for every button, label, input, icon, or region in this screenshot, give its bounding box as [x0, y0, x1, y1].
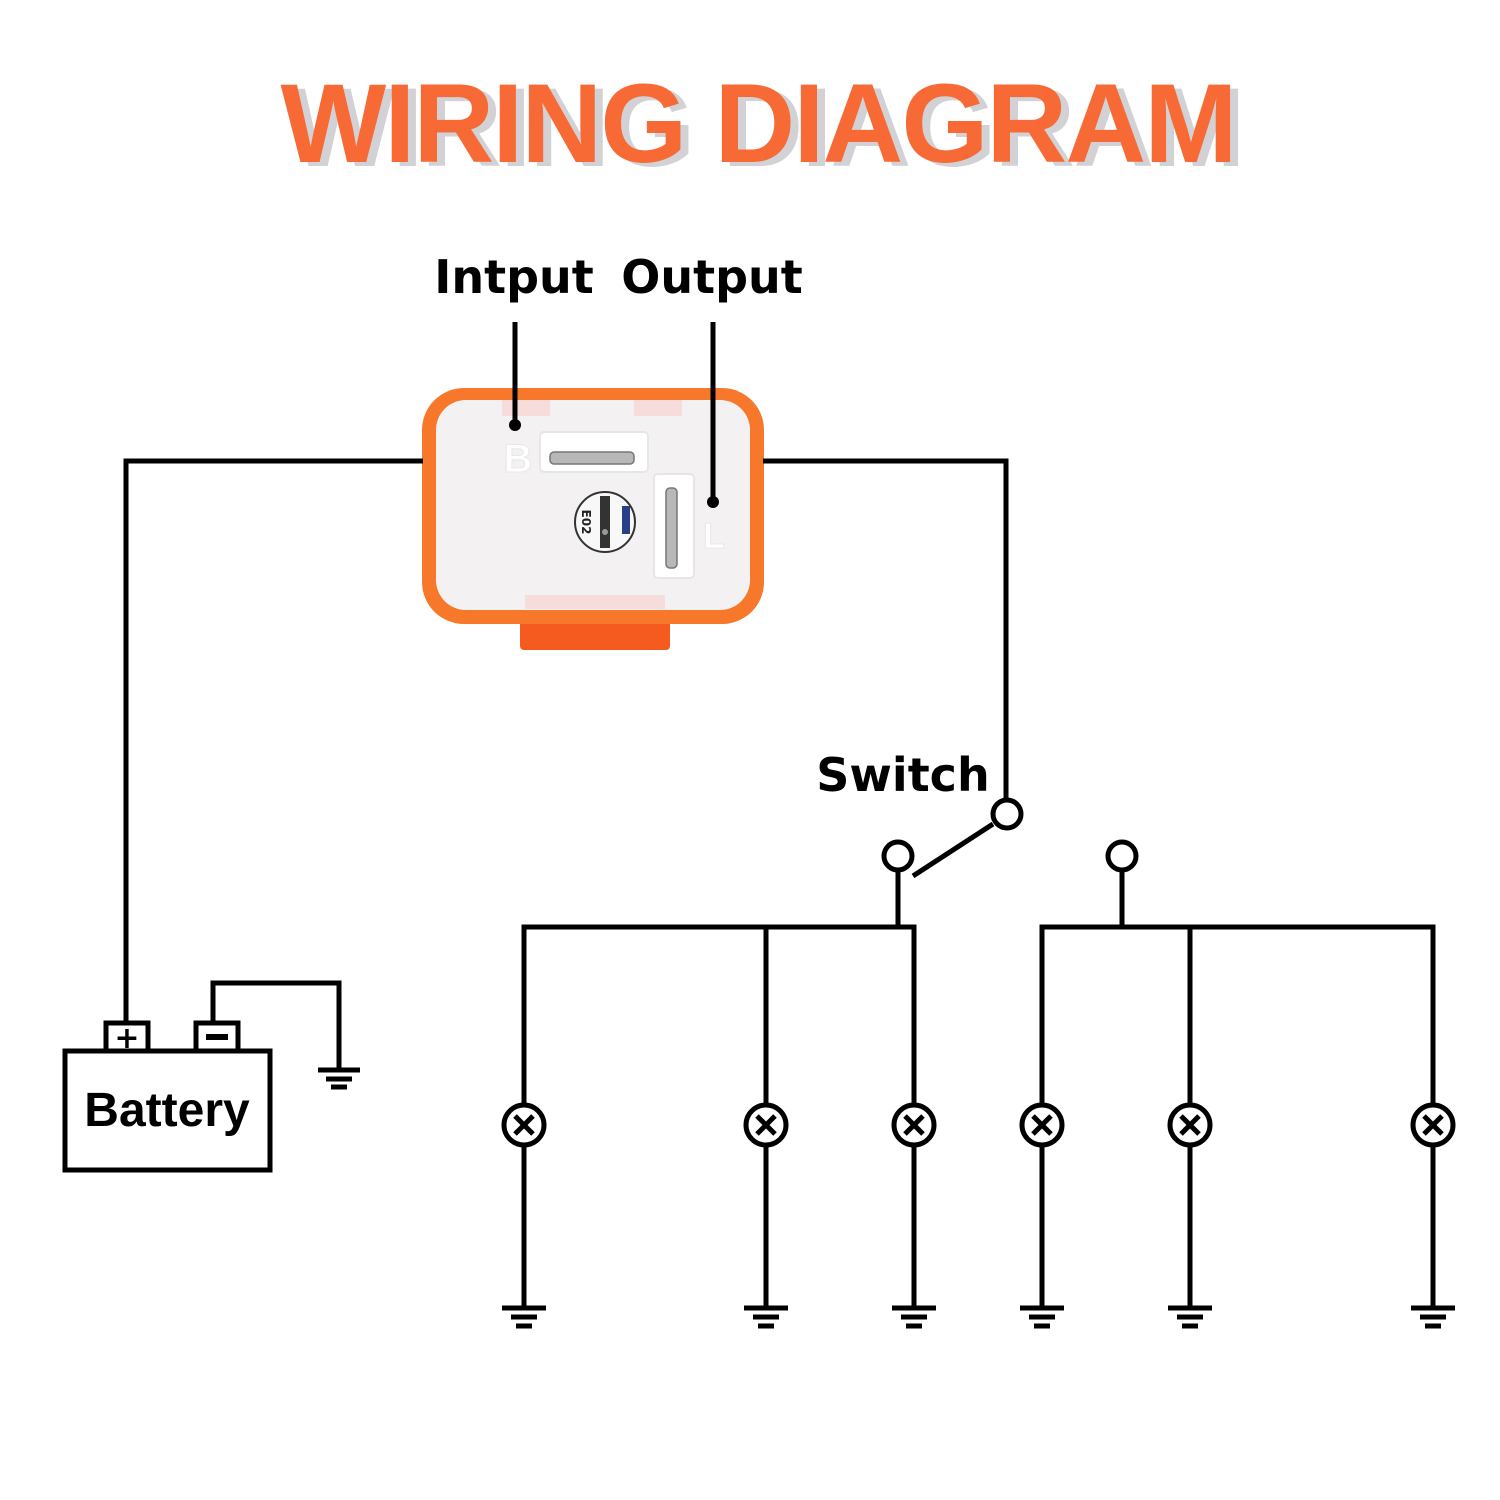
switch-common-contact [990, 797, 1024, 831]
switch [881, 797, 1139, 879]
ground-icon [744, 1305, 788, 1329]
lamp-branch [1019, 1102, 1065, 1329]
battery-body [62, 1048, 273, 1173]
flasher-relay: B L E02 [422, 388, 764, 650]
input-label: Intput [434, 250, 594, 304]
switch-lever [911, 821, 995, 879]
adjustment-dial: E02 [574, 491, 636, 553]
lamp-branch [1167, 1102, 1213, 1329]
lamp-cross [1179, 1114, 1201, 1136]
lamp-branch [891, 1102, 937, 1329]
terminal-b-blade [549, 451, 635, 465]
ground-icon [502, 1305, 546, 1329]
terminal-l-label: L [703, 515, 725, 556]
relay-notch [525, 595, 665, 609]
left-lamp-bus [521, 924, 917, 1105]
right-lamp-bus [1039, 924, 1436, 1105]
lamp-branch [743, 1102, 789, 1329]
switch-contact-right [1105, 839, 1139, 873]
lamp-cross [513, 1114, 535, 1136]
lamp-branch [1410, 1102, 1456, 1329]
battery-label: Battery [84, 1084, 250, 1137]
ground-icon [1020, 1305, 1064, 1329]
input-pointer-dot [509, 419, 521, 431]
battery-ground-wire [210, 980, 342, 1068]
output-label: Output [621, 250, 803, 304]
lamp-cross [1031, 1114, 1053, 1136]
relay-notch [502, 400, 550, 416]
ground-icon [1411, 1305, 1455, 1329]
relay-notch [634, 400, 682, 416]
lamp-cross [755, 1114, 777, 1136]
lamps [501, 1102, 1456, 1329]
title-text: WIRING DIAGRAM [280, 61, 1235, 186]
terminal-l-blade [665, 487, 678, 569]
battery-to-input-wire [123, 458, 423, 1025]
lamp-cross [903, 1114, 925, 1136]
terminal-b-label: B [504, 437, 533, 481]
lamp-branch [501, 1102, 547, 1329]
battery-minus-sign [206, 1034, 228, 1040]
ground-icon [1168, 1305, 1212, 1329]
battery-positive-terminal [103, 1020, 151, 1054]
battery-negative-terminal [193, 1020, 241, 1054]
dial-label: E02 [579, 510, 593, 535]
battery-ground-icon [318, 1067, 360, 1090]
lamp-cross [1422, 1114, 1444, 1136]
ground-icon [892, 1305, 936, 1329]
battery: + Battery [62, 1020, 273, 1173]
title: WIRING DIAGRAM WIRING DIAGRAM [280, 61, 1245, 190]
title-shadow: WIRING DIAGRAM [288, 65, 1243, 190]
output-to-switch-wire [763, 458, 1009, 800]
output-pointer-dot [707, 496, 719, 508]
switch-label: Switch [816, 748, 989, 802]
switch-contact-left [881, 839, 915, 873]
